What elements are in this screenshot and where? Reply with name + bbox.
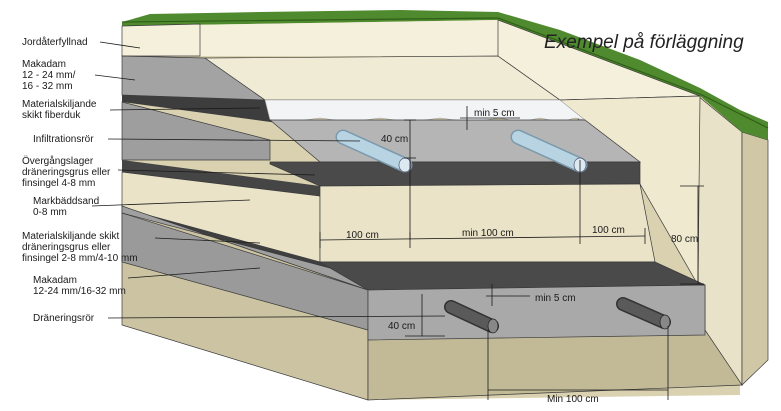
label-crushed-stone-top-line1: Makadam xyxy=(22,59,66,70)
upper-trench xyxy=(203,19,701,287)
label-transition-layer-line3: finsingel 4-8 mm xyxy=(22,178,95,189)
dim-lower-min100: Min 100 cm xyxy=(547,394,599,405)
dimension-lines xyxy=(319,106,704,400)
label-fiber-fabric-line1: Materialskiljande xyxy=(22,99,97,110)
label-separation-layer-line3: finsingel 2-8 mm/4-10 mm xyxy=(22,253,138,264)
label-crushed-stone-bottom-line1: Makadam xyxy=(33,275,77,286)
grass-surface xyxy=(121,10,769,140)
label-separation-layer-line2: dräneringsgrus eller xyxy=(22,242,111,253)
transition-layer xyxy=(122,160,320,196)
label-drainage-pipe: Dräneringsrör xyxy=(33,313,95,324)
dim-width-100-right: 100 cm xyxy=(592,225,625,236)
layer-labels: Jordåterfyllnad Makadam 12 - 24 mm/ 16 -… xyxy=(22,36,138,324)
sand-bed xyxy=(319,183,656,263)
label-separation-layer-line1: Materialskiljande skikt xyxy=(22,231,119,242)
dim-width-min100: min 100 cm xyxy=(462,228,514,239)
dim-upper-min5: min 5 cm xyxy=(474,108,515,119)
backfill-layer xyxy=(122,20,498,56)
dimension-labels: min 5 cm 40 cm 100 cm min 100 cm 100 cm … xyxy=(346,108,698,405)
leader-lines xyxy=(91,41,446,319)
fiber-fabric-sheet xyxy=(264,99,586,123)
label-fiber-fabric-line2: skikt fiberduk xyxy=(22,110,81,121)
label-transition-layer-line1: Övergångslager xyxy=(22,155,94,167)
dim-upper-40: 40 cm xyxy=(381,134,408,145)
label-crushed-stone-top-line2: 12 - 24 mm/ xyxy=(22,70,76,81)
label-sand-line2: 0-8 mm xyxy=(33,207,67,218)
drainage-pipe-left xyxy=(444,300,499,334)
label-transition-layer-line2: dräneringsgrus eller xyxy=(22,167,111,178)
diagram-title: Exempel på förläggning xyxy=(544,32,744,53)
front-layers xyxy=(121,20,498,331)
separation-layer xyxy=(122,208,330,268)
drainage-pipe-right xyxy=(616,297,671,330)
lower-trench xyxy=(318,261,706,341)
label-infiltration-pipe: Infiltrationsrör xyxy=(33,134,94,145)
dim-lower-40: 40 cm xyxy=(388,321,415,332)
infiltration-pipe-left xyxy=(335,129,413,173)
label-sand-line1: Markbäddsand xyxy=(33,196,99,207)
label-crushed-stone-bottom-line2: 12-24 mm/16-32 mm xyxy=(33,286,126,297)
dim-lower-min5: min 5 cm xyxy=(535,293,576,304)
label-backfill: Jordåterfyllnad xyxy=(22,36,88,48)
dim-height-80: 80 cm xyxy=(671,234,698,245)
dim-width-100-left: 100 cm xyxy=(346,230,379,241)
label-crushed-stone-top-line3: 16 - 32 mm xyxy=(22,81,73,92)
